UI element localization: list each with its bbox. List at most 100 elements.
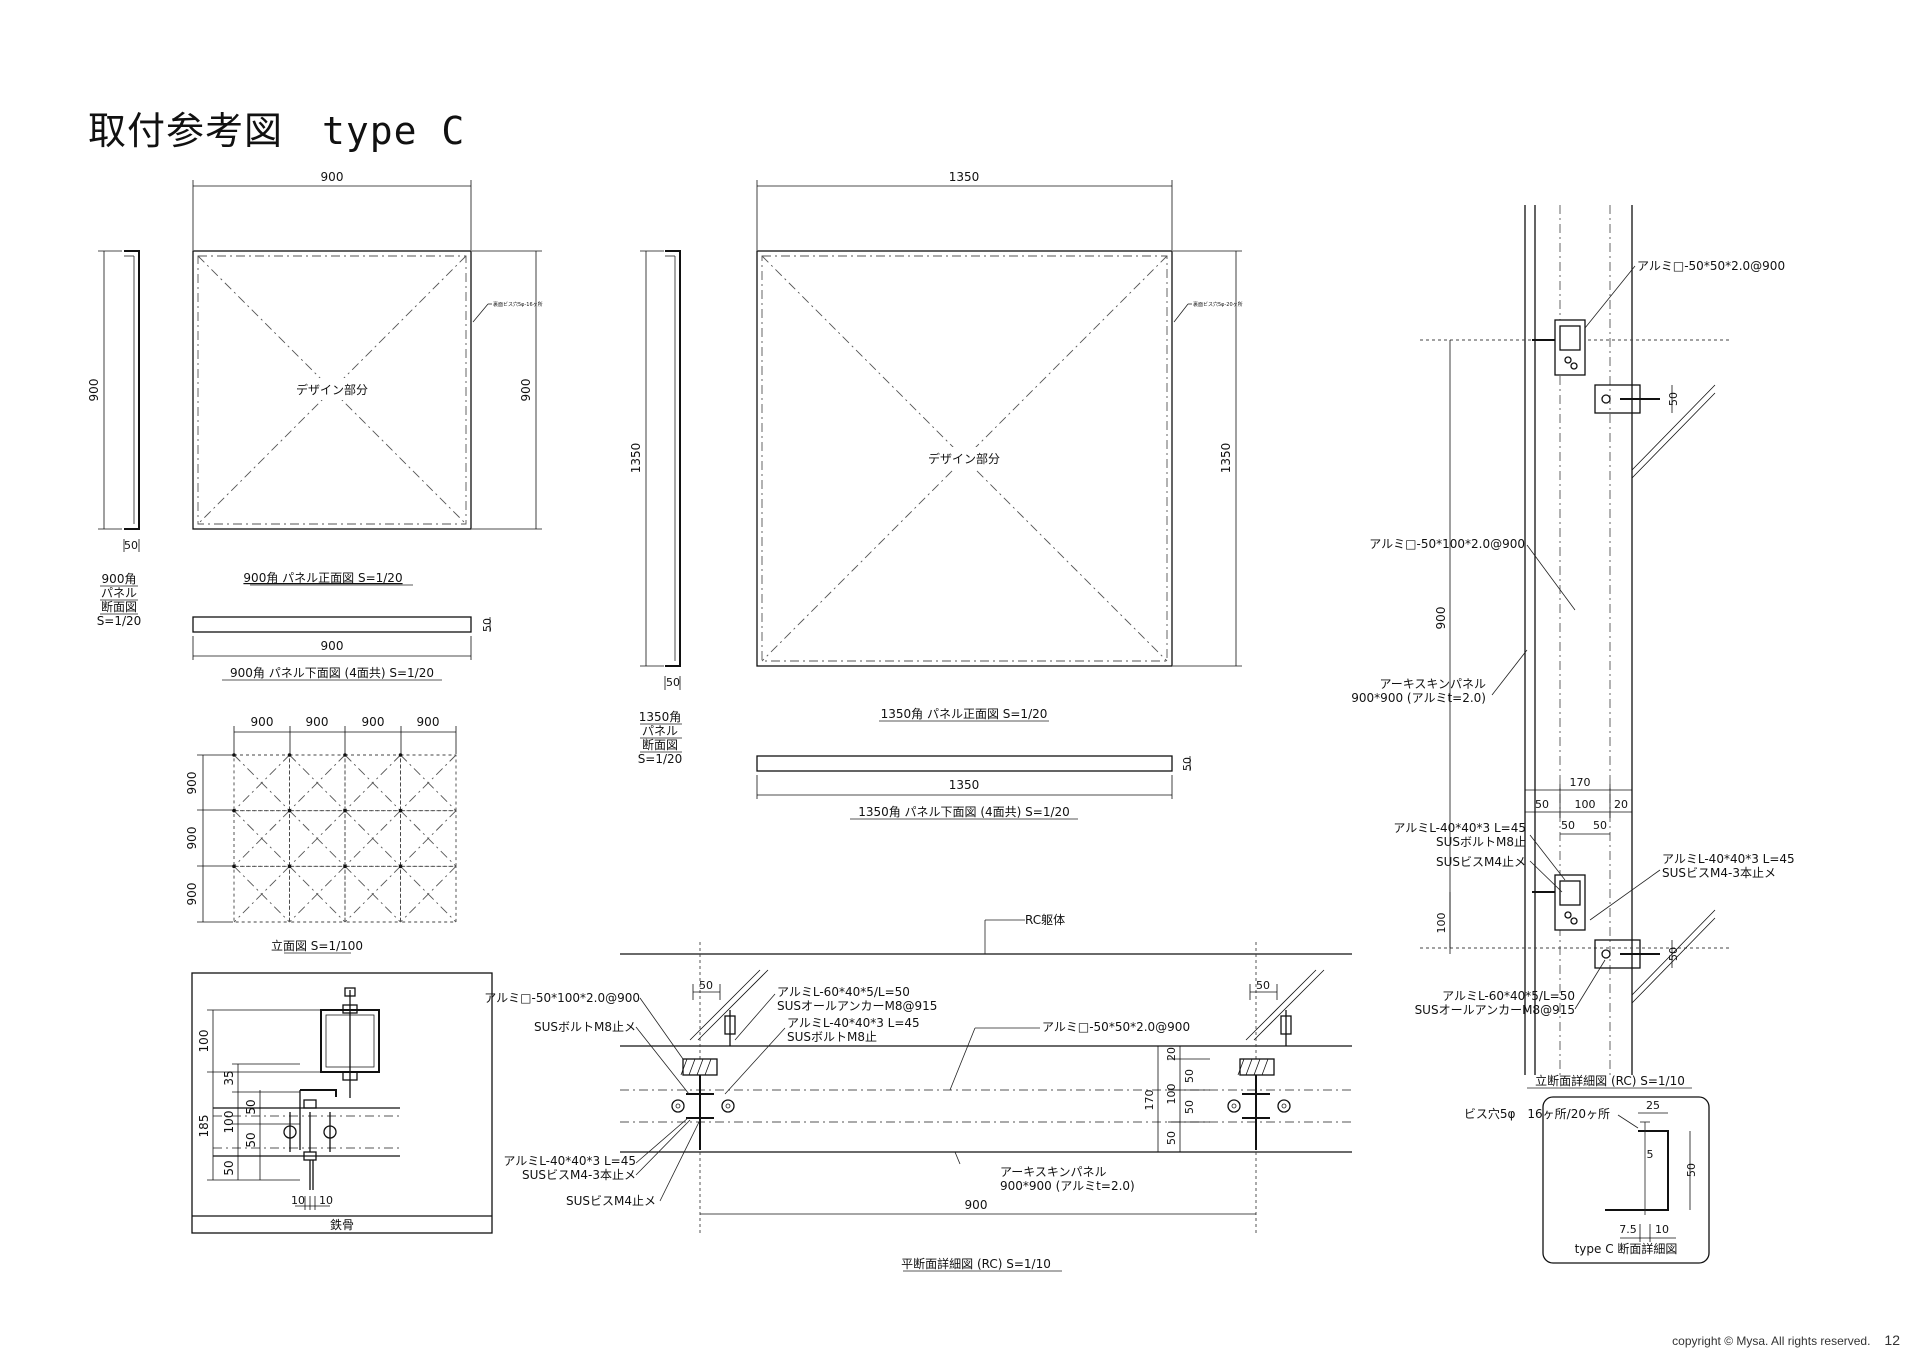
dim-text: 900 (185, 772, 199, 795)
dim-text: 170 (1570, 776, 1591, 789)
elevation-fixing-point (232, 808, 236, 813)
plan-label: アルミL-60*40*5/L=50 (777, 985, 910, 999)
front-view-caption: 900角 パネル正面図 S=1/20 (243, 571, 402, 585)
dim-text: 50 (1256, 979, 1270, 992)
dim-text: 50 (1561, 819, 1575, 832)
elevation-col-ticks (233, 726, 457, 754)
elevation-fixing-point (287, 753, 292, 757)
vertical-label: アーキスキンパネル (1379, 677, 1486, 691)
plan-label: アルミ□-50*100*2.0@900 (484, 991, 640, 1005)
bracket-right (1227, 1010, 1292, 1150)
dim-text: 1350 (629, 443, 643, 474)
dim-text: 100 (1165, 1084, 1178, 1105)
vertical-bracket-bottom (1532, 874, 1716, 1004)
dim-text: 25 (1646, 1099, 1660, 1112)
dim-text: 50 (1165, 1131, 1178, 1145)
vertical-label: SUSボルトM8止 (1436, 835, 1526, 849)
dim-text: 20 (1614, 798, 1628, 811)
dim-text: 170 (1143, 1090, 1156, 1111)
dim-text: 1350 (949, 170, 980, 184)
dim-text: 10 (1655, 1223, 1669, 1236)
dim-text: 50 (1535, 798, 1549, 811)
dim-text: 900 (321, 639, 344, 653)
section-caption-line: 900角 (102, 572, 137, 586)
rc-label: RC躯体 (1025, 912, 1065, 927)
steel-caption: 鉄骨 (330, 1217, 354, 1232)
plan-label: アルミL-40*40*3 L=45 (503, 1154, 636, 1168)
dim-text: 900 (321, 170, 344, 184)
elevation-grid: 900 900 900 900 900 900 900 立面図 S=1/100 (185, 715, 457, 954)
elevation-fixing-point (232, 753, 236, 757)
vertical-label: アルミL-60*40*5/L=50 (1442, 989, 1575, 1003)
page-title: 取付参考図 type C (88, 109, 466, 153)
front-view-caption: 1350角 パネル正面図 S=1/20 (881, 707, 1048, 721)
dim-text: 50 (1667, 947, 1680, 961)
dim-text: 900 (251, 715, 274, 729)
section-caption-line: パネル (642, 724, 678, 738)
dim-text: 50 (244, 1132, 258, 1147)
elevation-panel-diagonal (400, 754, 457, 811)
plan-detail-caption: 平断面詳細図 (RC) S=1/10 (901, 1256, 1051, 1271)
elevation-panel-diagonal (233, 754, 290, 811)
plan-label: SUSビスM4-3本止メ (522, 1168, 636, 1182)
panel-1350-front-view: 1350 デザイン部分 1350 裏面ビス穴5φ-20ヶ所 1350角 パネル正… (756, 170, 1243, 722)
elevation-fixing-point (398, 864, 403, 869)
elevation-panel (289, 810, 346, 867)
elevation-fixing-point (287, 808, 292, 813)
dim-text: 50 (124, 539, 138, 552)
panel-1350-section: 1350 50 1350角 パネル 断面図 S=1/20 (629, 250, 683, 766)
plan-label: 900*900 (アルミt=2.0) (1000, 1179, 1135, 1193)
bracket-left (671, 1010, 736, 1150)
hole-label: ビス穴5φ 16ヶ所/20ヶ所 (1464, 1106, 1610, 1121)
elevation-panel-diagonal (233, 810, 290, 867)
dim-text: 50 (666, 676, 680, 689)
panel-1350-bottom-view: 50 1350 1350角 パネル下面図 (4面共) S=1/20 (756, 755, 1194, 820)
section-caption-line: S=1/20 (638, 752, 683, 766)
elevation-panel-diagonal (344, 866, 401, 923)
design-area-label: デザイン部分 (928, 451, 1000, 466)
elevation-panel (400, 754, 457, 812)
elevation-panel-diagonal (344, 810, 401, 867)
vertical-label: アルミ□-50*100*2.0@900 (1369, 537, 1525, 551)
panel-900-front-view: 900 デザイン部分 900 裏面ビス穴5φ-16ヶ所 900角 パネル正面図 … (192, 170, 543, 586)
elevation-fixing-point (232, 864, 236, 869)
elevation-panel (344, 865, 401, 923)
plan-label: アルミL-40*40*3 L=45 (787, 1016, 920, 1030)
dim-text: 50 (1183, 1069, 1196, 1083)
bottom-view-caption: 1350角 パネル下面図 (4面共) S=1/20 (858, 805, 1070, 819)
elevation-panel-diagonal (289, 866, 346, 923)
vertical-label: SUSビスM4止メ (1436, 855, 1526, 869)
elevation-panel (233, 754, 290, 812)
dim-text: 1350 (949, 778, 980, 792)
elevation-panel (289, 865, 346, 923)
elevation-fixing-point (398, 808, 403, 813)
dim-text: 900 (417, 715, 440, 729)
dim-text: 50 (481, 618, 494, 632)
typec-section-detail: 25 5 50 7.5 10 ビス穴5φ 16ヶ所/20ヶ所 type C 断面… (1464, 1096, 1710, 1264)
plan-label: アーキスキンパネル (1000, 1165, 1107, 1179)
dim-text: 35 (222, 1070, 236, 1085)
elevation-panel-diagonal (400, 810, 457, 867)
vertical-detail-rc: 900 170 50 100 20 50 50 100 50 50 (1351, 205, 1795, 1089)
vertical-bracket-top (1532, 319, 1716, 479)
steel-frame-detail: 鉄骨 (191, 972, 493, 1234)
vertical-label: アルミL-40*40*3 L=45 (1662, 852, 1795, 866)
vertical-label: アルミL-40*40*3 L=45 (1393, 821, 1526, 835)
footer: copyright © Mysa. All rights reserved.12 (1672, 1332, 1900, 1348)
vertical-label: 900*900 (アルミt=2.0) (1351, 691, 1486, 705)
dim-text: 7.5 (1619, 1223, 1637, 1236)
elevation-panel-diagonal (344, 754, 401, 811)
screw-note: 裏面ビス穴5φ-16ヶ所 (493, 301, 543, 308)
panel-900-bottom-view: 50 900 900角 パネル下面図 (4面共) S=1/20 (192, 616, 494, 681)
dim-text: 900 (362, 715, 385, 729)
vertical-detail-caption: 立断面詳細図 (RC) S=1/10 (1535, 1073, 1685, 1088)
elevation-panel-diagonal (289, 810, 346, 867)
copyright-text: copyright © Mysa. All rights reserved. (1672, 1334, 1871, 1348)
dim-text: 1350 (1219, 443, 1233, 474)
elevation-panels (232, 753, 457, 923)
dim-text: 900 (306, 715, 329, 729)
dim-text: 900 (1434, 607, 1448, 630)
elevation-panel-diagonal (233, 866, 290, 923)
